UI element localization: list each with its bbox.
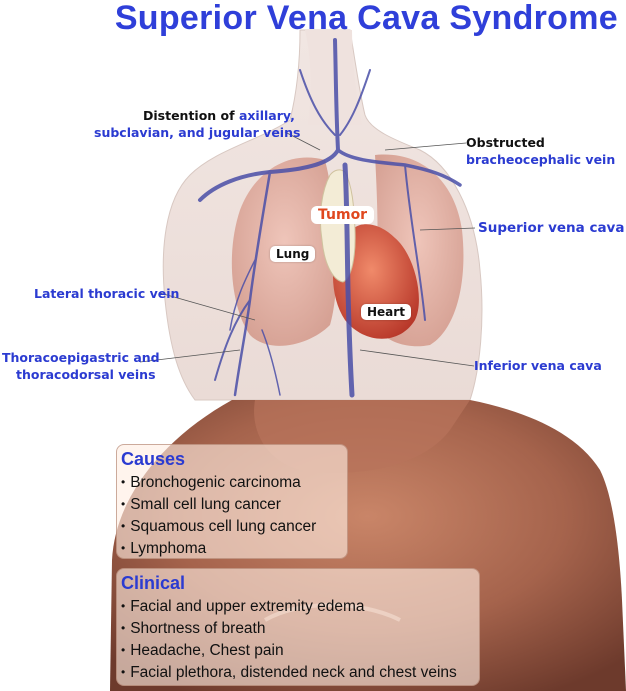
cause-text: Lymphoma (130, 540, 207, 557)
clinical-list: •Facial and upper extremity edema •Short… (121, 596, 473, 684)
label-distention: Distention of axillary, (143, 107, 295, 124)
clinical-heading: Clinical (121, 573, 186, 593)
list-item: •Lymphoma (121, 540, 207, 557)
label-thoracoepigastric: Thoracoepigastric and (2, 350, 160, 365)
neck (305, 30, 362, 125)
label-bracheocephalic-vein: bracheocephalic vein (466, 152, 616, 167)
list-item: •Squamous cell lung cancer (121, 518, 317, 535)
causes-list: •Bronchogenic carcinoma •Small cell lung… (121, 472, 341, 560)
list-item: •Facial and upper extremity edema (121, 598, 365, 615)
cause-text: Small cell lung cancer (130, 496, 281, 513)
clinical-text: Facial plethora, distended neck and ches… (130, 664, 457, 681)
label-lateral-thoracic-vein: Lateral thoracic vein (34, 286, 180, 301)
label-lung: Lung (270, 246, 316, 262)
label-distention-line2: subclavian, and jugular veins (94, 125, 301, 140)
clinical-text: Headache, Chest pain (130, 642, 284, 659)
cause-text: Squamous cell lung cancer (130, 518, 317, 535)
causes-heading: Causes (121, 449, 186, 469)
clinical-text: Facial and upper extremity edema (130, 598, 365, 615)
list-item: •Headache, Chest pain (121, 642, 284, 659)
label-tumor: Tumor (311, 206, 375, 224)
label-distention-axillary: axillary, (238, 108, 295, 123)
list-item: •Small cell lung cancer (121, 496, 281, 513)
label-distention-prefix: Distention of (143, 108, 235, 123)
label-superior-vena-cava: Superior vena cava (478, 220, 625, 236)
clinical-box: Clinical •Facial and upper extremity ede… (116, 568, 480, 686)
clinical-text: Shortness of breath (130, 620, 266, 637)
causes-box: Causes •Bronchogenic carcinoma •Small ce… (116, 444, 348, 559)
label-thoracodorsal: thoracodorsal veins (16, 367, 156, 382)
list-item: •Shortness of breath (121, 620, 266, 637)
list-item: •Bronchogenic carcinoma (121, 474, 301, 491)
label-inferior-vena-cava: Inferior vena cava (474, 358, 602, 373)
label-obstructed: Obstructed (466, 135, 545, 150)
list-item: •Facial plethora, distended neck and che… (121, 664, 457, 681)
page-title: Superior Vena Cava Syndrome (114, 0, 618, 37)
label-heart: Heart (361, 304, 411, 320)
cause-text: Bronchogenic carcinoma (130, 474, 301, 491)
